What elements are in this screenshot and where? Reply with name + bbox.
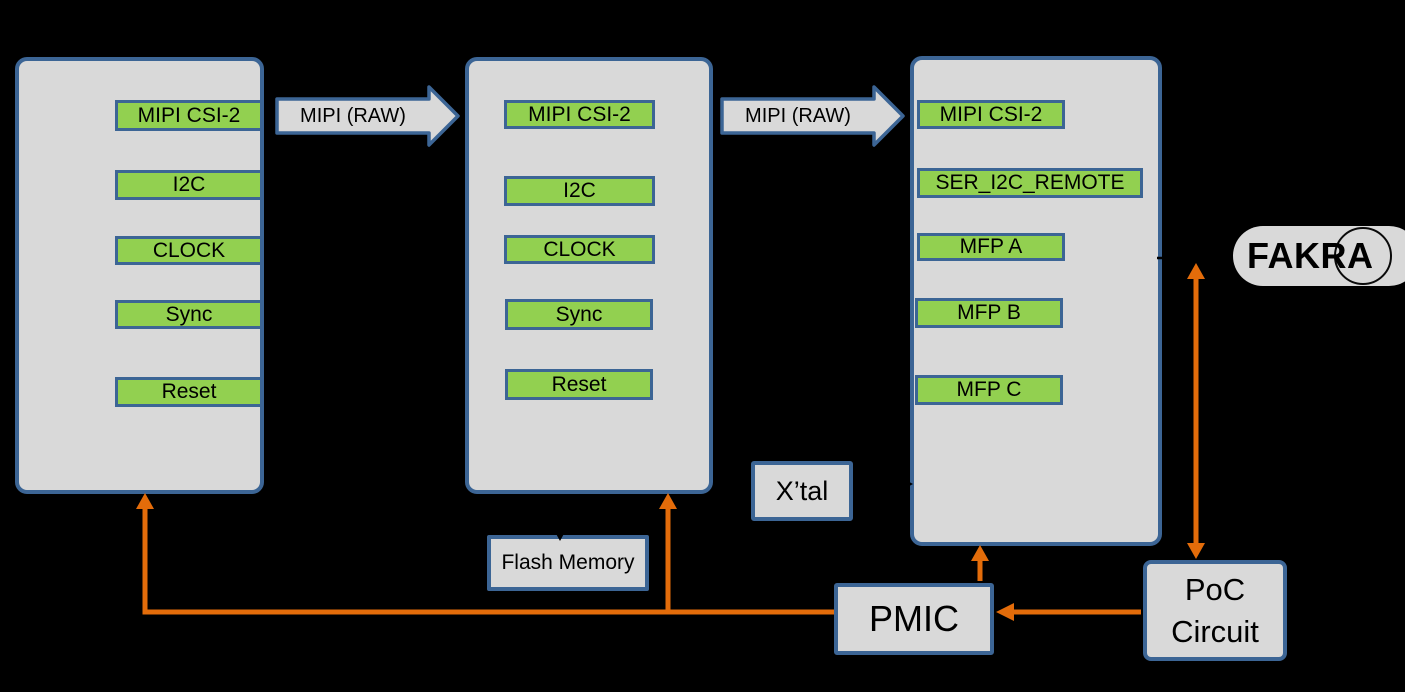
port-mfp-b: MFP B — [915, 298, 1063, 328]
flash-memory-box: Flash Memory — [487, 535, 649, 591]
power-arrowhead-left-block — [136, 493, 154, 509]
port-mipi-csi-2: MIPI CSI-2 — [917, 100, 1065, 129]
port-ser-i2c-remote: SER_I2C_REMOTE — [917, 168, 1143, 198]
mipi-raw-label-2: MIPI (RAW) — [745, 104, 851, 127]
port-sync: Sync — [505, 299, 653, 330]
port-mipi-csi-2: MIPI CSI-2 — [504, 100, 655, 129]
port-i2c: I2C — [115, 170, 263, 200]
port-clock: CLOCK — [115, 236, 263, 265]
fakra-connector-label: FAKRA — [1247, 235, 1374, 276]
pmic-to-right-block-arrowhead — [971, 545, 989, 561]
poc-circuit-box: PoC Circuit — [1143, 560, 1287, 661]
port-mfp-c: MFP C — [915, 375, 1063, 405]
port-mipi-csi-2: MIPI CSI-2 — [115, 100, 263, 131]
center-block — [465, 57, 713, 494]
port-clock: CLOCK — [504, 235, 655, 264]
pmic-box: PMIC — [834, 583, 994, 655]
xtal-box: X’tal — [751, 461, 853, 521]
power-arrowhead-center-block — [659, 493, 677, 509]
port-sync: Sync — [115, 300, 263, 329]
fakra-poc-arrowhead-down — [1187, 543, 1205, 559]
fakra-poc-arrowhead-up — [1187, 263, 1205, 279]
fakra-connector-circle — [1334, 227, 1392, 285]
poc-to-pmic-arrowhead — [996, 603, 1014, 621]
port-mfp-a: MFP A — [917, 233, 1065, 261]
port-reset: Reset — [505, 369, 653, 400]
port-i2c: I2C — [504, 176, 655, 206]
mipi-raw-label-1: MIPI (RAW) — [300, 104, 406, 127]
port-reset: Reset — [115, 377, 263, 407]
